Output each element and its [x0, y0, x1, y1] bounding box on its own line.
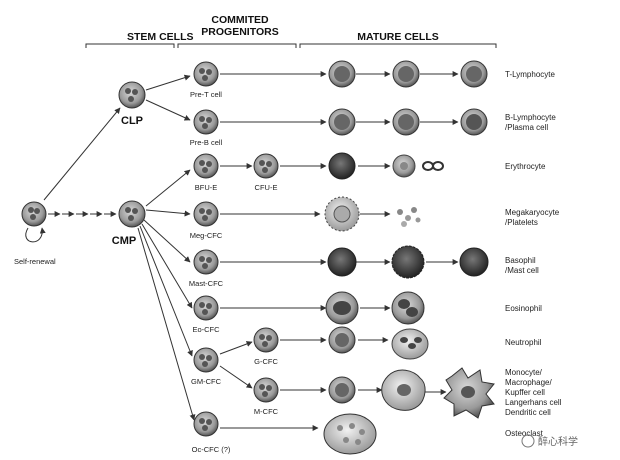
plasma-cell-label: /Plasma cell [505, 123, 548, 132]
mature-arrows [220, 71, 459, 431]
bfu-e-label: BFU-E [195, 183, 218, 192]
neutrophil-label: Neutrophil [505, 338, 542, 347]
g-cfc-label: G-CFC [254, 357, 278, 366]
eo-cfc-label: Eo-CFC [192, 325, 220, 334]
progenitor-oc-cfc [193, 411, 219, 437]
progenitor-m-cfc [253, 377, 279, 403]
mast-cfc-label: Mast-CFC [189, 279, 224, 288]
monocyte-macrophage-cells [328, 367, 495, 419]
eosinophil-label: Eosinophil [505, 304, 542, 313]
committed-heading-line1: COMMITED [211, 14, 269, 26]
b-lymphocyte-cells [328, 108, 488, 136]
oc-cfc-label: Oc-CFC (?) [192, 445, 231, 454]
kupffer-cell-label: Kupffer cell [505, 388, 545, 397]
t-lymphocyte-cells [328, 60, 488, 88]
progenitor-gm-cfc [193, 347, 219, 373]
monocyte-label: Monocyte/ [505, 368, 543, 377]
platelets-label: /Platelets [505, 218, 538, 227]
progenitor-cfu-e [253, 153, 279, 179]
erythrocyte-cells [328, 152, 444, 180]
stem-cells-heading: STEM CELLS [127, 31, 194, 43]
basophil-cells [327, 245, 489, 279]
progenitor-eo-cfc [193, 295, 219, 321]
self-renewal-arrow [25, 227, 46, 243]
eosinophil-cells [325, 291, 425, 325]
hsc-to-clp-arrow [43, 107, 121, 201]
gm-cfc-label: GM-CFC [191, 377, 222, 386]
t-lymphocyte-label: T-Lymphocyte [505, 70, 555, 79]
progenitor-g-cfc [253, 327, 279, 353]
progenitor-pre-b [193, 109, 219, 135]
output-labels: T-Lymphocyte B-Lymphocyte /Plasma cell E… [505, 70, 562, 438]
megakaryocyte-cells [324, 196, 421, 232]
meg-cfc-label: Meg-CFC [190, 231, 223, 240]
osteoclast-label: Osteoclast [505, 429, 544, 438]
progenitor-meg-cfc [193, 201, 219, 227]
clp-label: CLP [121, 115, 143, 127]
hsc-cell [21, 201, 47, 227]
dendritic-cell-label: Dendritic cell [505, 408, 551, 417]
pre-b-label: Pre-B cell [190, 138, 223, 147]
mature-cells-heading: MATURE CELLS [357, 31, 438, 43]
header-progenitors: COMMITED PROGENITORS [177, 14, 297, 48]
basophil-label: Basophil [505, 256, 536, 265]
m-cfc-label: M-CFC [254, 407, 279, 416]
progenitor-pre-t [193, 61, 219, 87]
erythrocyte-label: Erythrocyte [505, 162, 546, 171]
header-mature-cells: MATURE CELLS [299, 31, 497, 48]
progenitor-mast-cfc [193, 249, 219, 275]
cmp-label: CMP [112, 235, 136, 247]
langerhans-cell-label: Langerhans cell [505, 398, 562, 407]
committed-heading-line2: PROGENITORS [201, 26, 278, 38]
osteoclast-cell [323, 413, 377, 455]
mast-cell-label: /Mast cell [505, 266, 539, 275]
progenitor-bfu-e [193, 153, 219, 179]
b-lymphocyte-label: B-Lymphocyte [505, 113, 556, 122]
self-renewal-label: Self-renewal [14, 257, 56, 266]
cfu-e-label: CFU-E [255, 183, 278, 192]
megakaryocyte-label: Megakaryocyte [505, 208, 560, 217]
header-stem-cells: STEM CELLS [85, 31, 194, 48]
clp-cell [118, 81, 146, 109]
watermark-text: 醉心科学 [538, 435, 578, 448]
pre-t-label: Pre-T cell [190, 90, 222, 99]
neutrophil-cells [328, 326, 429, 360]
cmp-cell [118, 200, 146, 228]
chat-bubble-icon [521, 434, 535, 448]
watermark: 醉心科学 [521, 434, 578, 448]
macrophage-label: Macrophage/ [505, 378, 552, 387]
